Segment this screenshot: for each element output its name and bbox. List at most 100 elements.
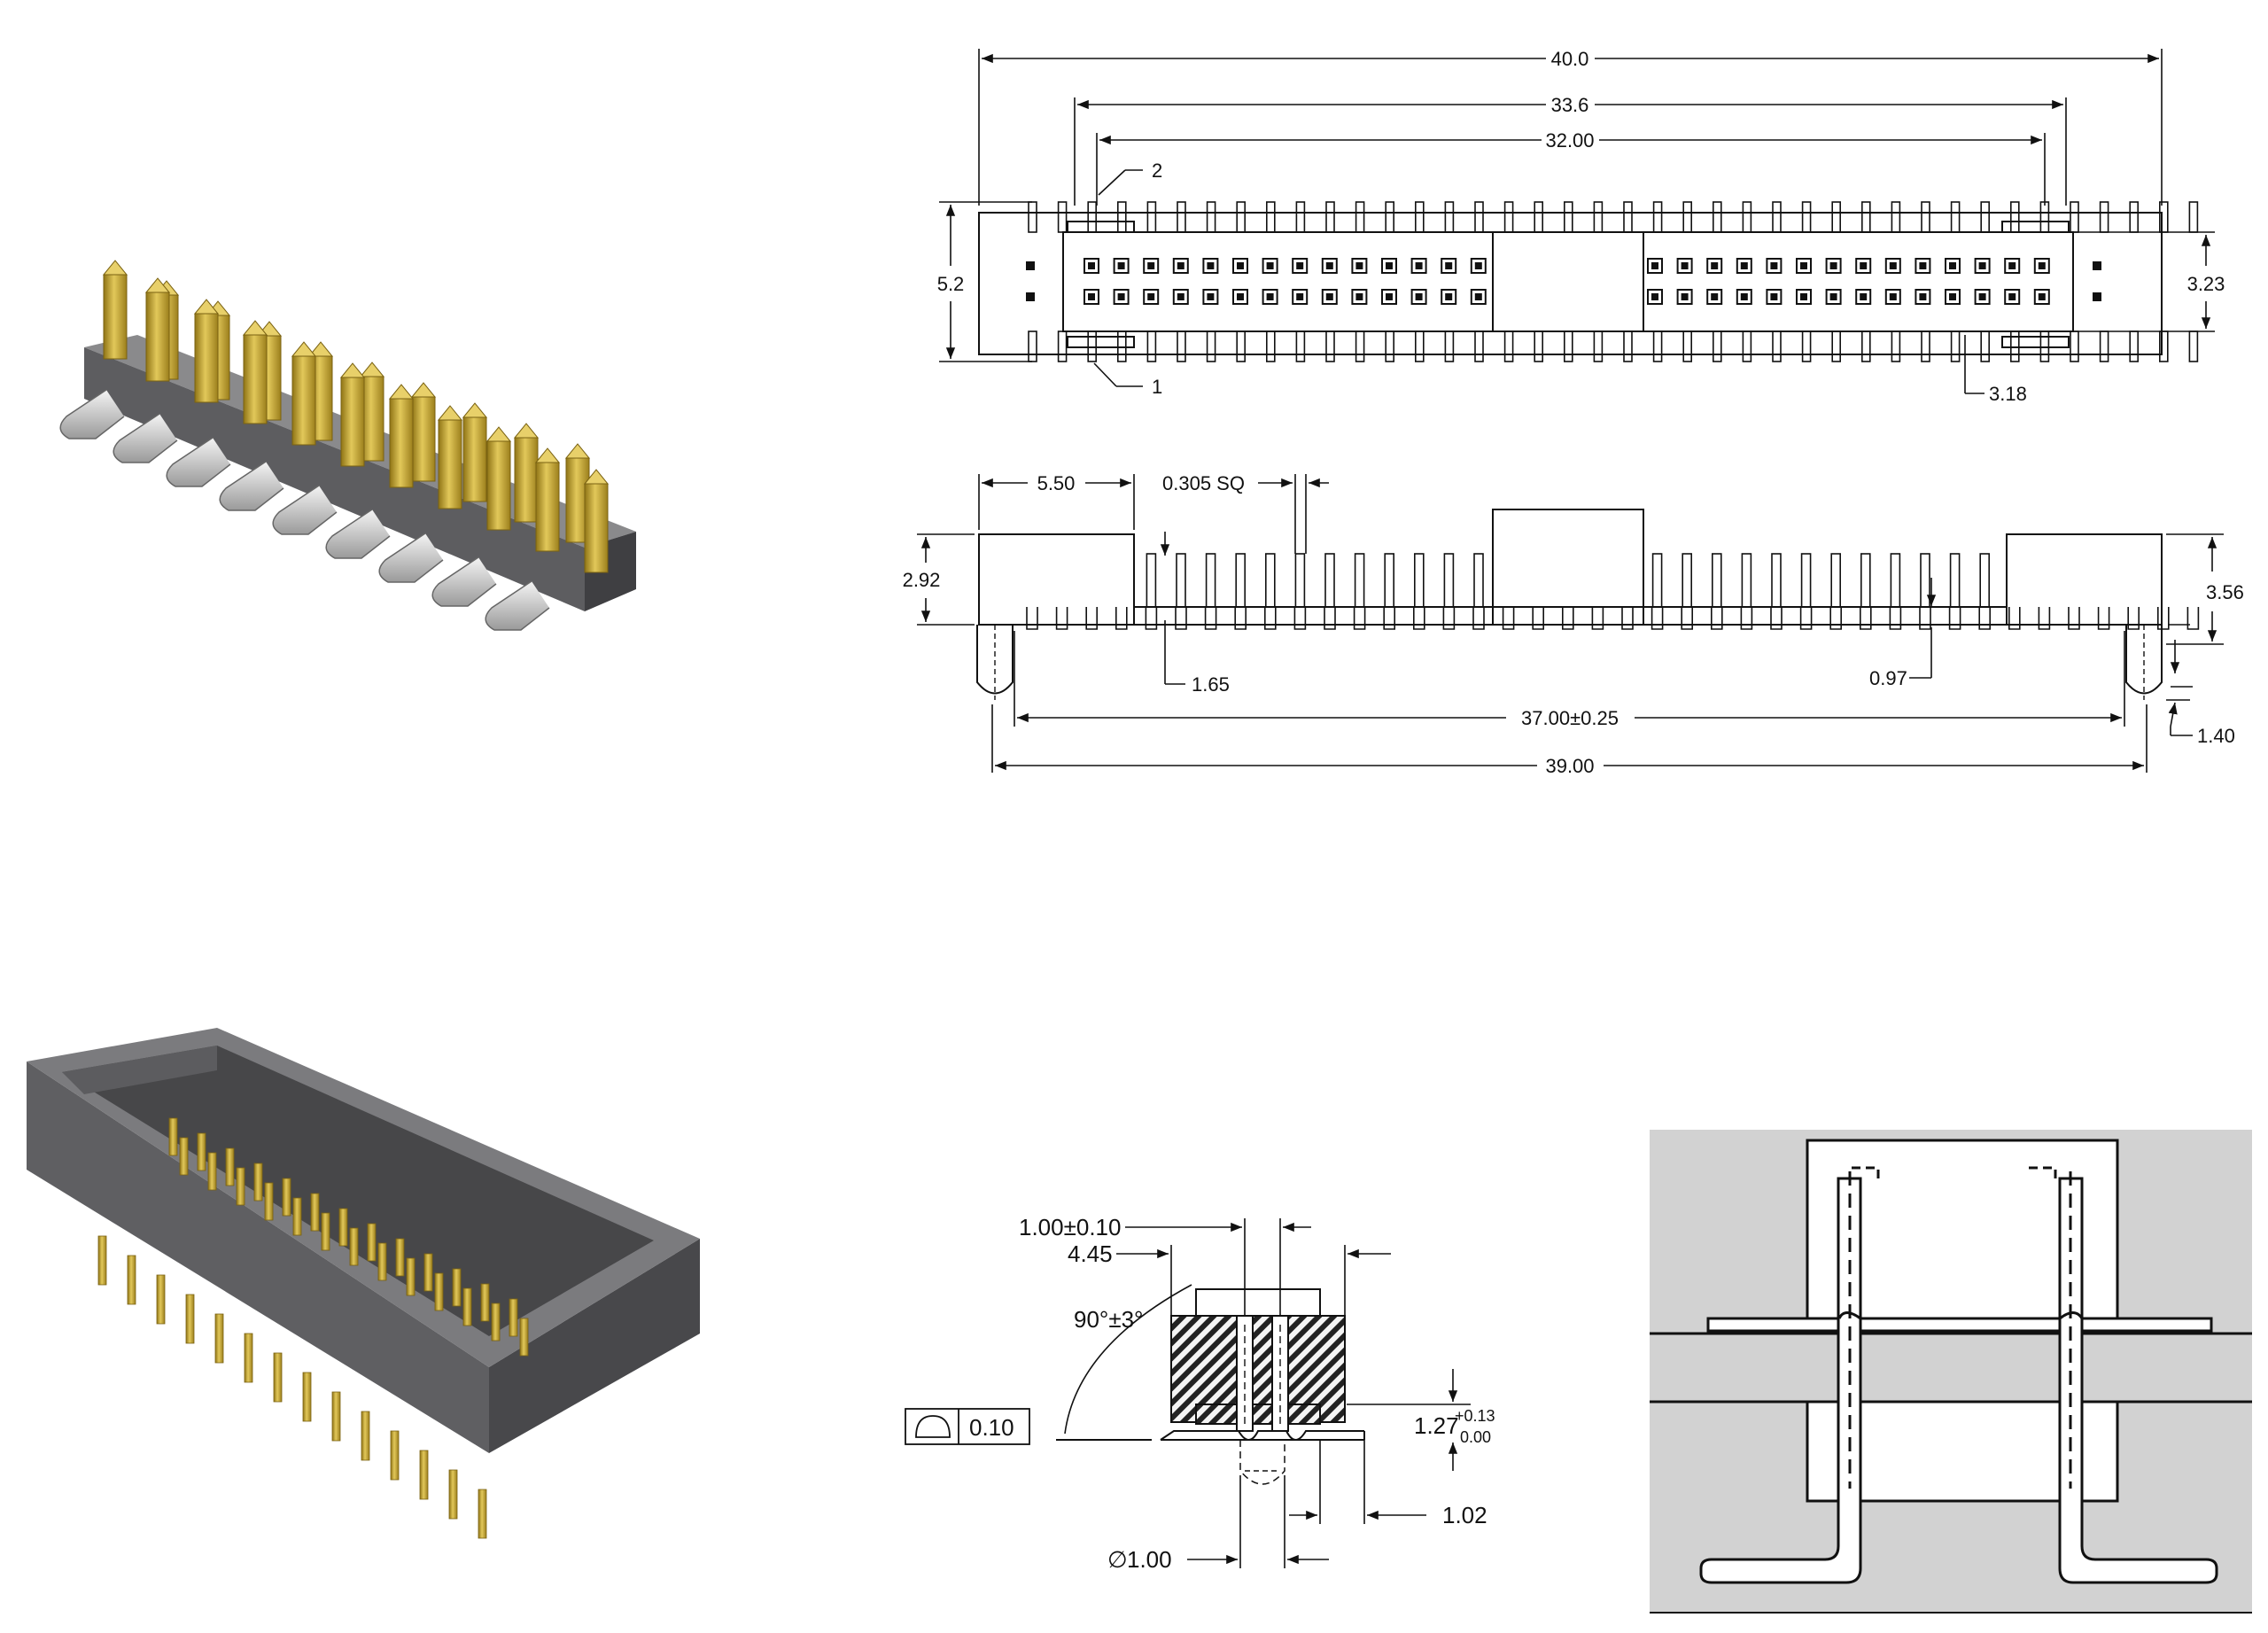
top-view-contact-core <box>1445 293 1453 300</box>
top-view-terminal <box>1534 201 1543 233</box>
socket-contact-front <box>264 1182 274 1221</box>
top-view-terminal <box>1087 201 1097 233</box>
dim-angle: 90°±3° <box>1074 1306 1143 1333</box>
side-view-pin <box>1146 553 1157 608</box>
header-pin-shaft <box>389 398 414 488</box>
side-view-pin-foot <box>1413 607 1425 630</box>
socket-tail <box>419 1450 429 1500</box>
dim-offset: 3.18 <box>1989 383 2027 405</box>
top-view-contact <box>1915 258 1931 274</box>
top-view-terminal <box>2010 201 2020 233</box>
top-view-terminal <box>1444 330 1455 362</box>
socket-cavity <box>62 1046 654 1336</box>
top-view-terminal <box>1564 201 1573 233</box>
top-view-contact-core <box>1355 262 1363 269</box>
header-tail <box>166 437 231 487</box>
socket-contact-back <box>509 1298 518 1337</box>
dim-body-height: 3.56 <box>2206 581 2244 603</box>
header-pin-tip <box>485 426 512 442</box>
header-pin-front <box>144 277 171 382</box>
footprint-cross-section <box>905 1284 1365 1485</box>
top-view-contact <box>1706 258 1723 274</box>
top-view-contact <box>1113 289 1130 305</box>
dim-hole: 1.00 <box>1127 1546 1172 1573</box>
top-view-contact-core <box>1651 293 1658 300</box>
side-view-pin-foot <box>2157 607 2170 630</box>
header-pin-back <box>410 382 437 482</box>
header-tail <box>219 461 284 511</box>
dim-end-width: 5.50 <box>1037 472 1076 494</box>
top-view-terminal <box>1177 201 1186 233</box>
header-pin-tip <box>513 423 540 439</box>
top-view-terminal <box>1266 330 1276 362</box>
top-view-terminal <box>1742 330 1752 362</box>
top-view-terminal <box>1028 201 1037 233</box>
top-view-contact <box>2033 289 2050 305</box>
header-housing-front <box>84 347 585 611</box>
side-view-pin-foot <box>2097 607 2110 630</box>
header-pin-shaft <box>514 437 539 523</box>
side-view-pin-foot <box>1055 607 1068 630</box>
header-pin-front <box>583 469 610 573</box>
side-view-pin <box>1920 553 1930 608</box>
top-view-terminal <box>1980 201 1990 233</box>
top-view-contact <box>1381 289 1397 305</box>
dim-post-span: 37.00±0.25 <box>1521 707 1619 729</box>
header-pin-tip <box>410 382 437 398</box>
header-pin-shaft <box>486 440 511 531</box>
side-view-pin-foot <box>2008 607 2021 630</box>
side-view-pin-foot <box>1502 607 1515 630</box>
footprint-hole <box>1239 1440 1285 1485</box>
side-view-pin <box>1771 553 1782 608</box>
top-view-terminal <box>1325 330 1335 362</box>
side-view-pin-foot <box>1145 607 1158 630</box>
header-tail <box>325 509 391 559</box>
header-pin-tip <box>359 362 385 377</box>
top-view-contact-core <box>1949 262 1956 269</box>
top-view-contact <box>1766 258 1783 274</box>
top-view-contact-core <box>1919 293 1927 300</box>
top-view-contact <box>1172 258 1189 274</box>
top-view-terminal <box>1682 330 1692 362</box>
top-view-terminal <box>1087 330 1097 362</box>
side-view-pin-foot <box>2038 607 2051 630</box>
top-view-latch-left-bottom <box>1067 336 1135 348</box>
header-pin-front <box>193 299 220 403</box>
side-view-pin-foot <box>1383 607 1395 630</box>
top-view-terminal <box>1385 201 1394 233</box>
top-view-body-outline <box>978 212 2163 355</box>
top-view-terminal <box>1236 330 1246 362</box>
side-view-pin-foot <box>1234 607 1247 630</box>
socket-contact-back <box>282 1178 291 1217</box>
top-view-terminal <box>2070 330 2079 362</box>
top-view-contact <box>1676 258 1693 274</box>
side-view-pin-foot <box>1889 607 1902 630</box>
top-view-contact <box>2004 289 2021 305</box>
dim-overall-length: 40.0 <box>1551 48 1589 70</box>
side-view-pin <box>1443 553 1455 608</box>
side-view-post-right <box>2125 625 2163 695</box>
mated-pin-left <box>1699 1177 1862 1584</box>
header-pin-shaft <box>291 355 316 446</box>
top-view-terminal <box>1772 201 1782 233</box>
top-view-terminal <box>1564 330 1573 362</box>
side-view-pin-foot <box>1085 607 1098 630</box>
top-view-end-hole <box>1026 292 1035 301</box>
socket-contact-front <box>377 1242 387 1281</box>
header-pin-front <box>339 362 366 467</box>
top-view-terminal <box>1534 330 1543 362</box>
top-view-contact <box>1647 258 1663 274</box>
top-view-contact-core <box>1681 293 1689 300</box>
top-view-contact <box>1915 289 1931 305</box>
side-view-pin <box>1830 553 1841 608</box>
socket-contact-back <box>310 1193 320 1232</box>
top-view-contact-core <box>1415 262 1423 269</box>
top-view-contact <box>1084 258 1099 274</box>
top-view-contact-core <box>2008 293 2016 300</box>
top-view-contact-core <box>1207 262 1215 269</box>
side-view-pin-foot <box>1829 607 1842 630</box>
header-pin-shaft <box>438 419 462 509</box>
side-view-pin-foot <box>1770 607 1783 630</box>
top-view-latch-right-top <box>2001 221 2070 233</box>
